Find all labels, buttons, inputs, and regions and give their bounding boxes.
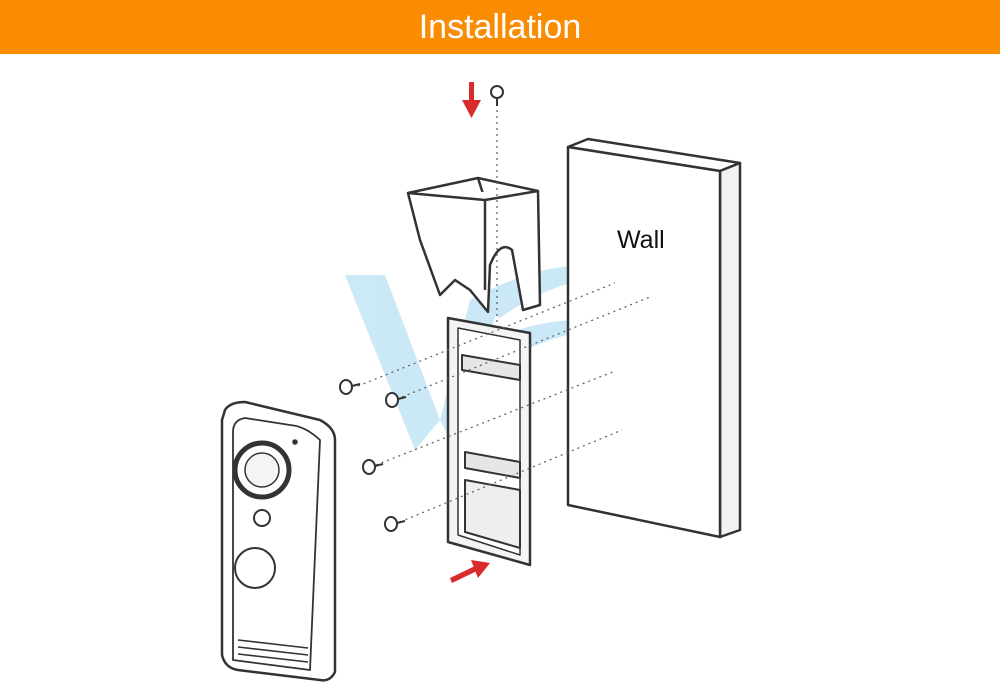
arrow-down-icon: [462, 82, 481, 118]
page-title: Installation: [0, 0, 1000, 54]
screw-icon: [384, 516, 406, 532]
wall-label: Wall: [617, 226, 665, 254]
screw-icon: [385, 392, 407, 408]
screw-icon: [490, 85, 504, 106]
screw-guide-lines: [357, 104, 651, 523]
wall: [566, 137, 742, 539]
arrow-right-icon: [450, 560, 490, 583]
speaker-grille: [237, 639, 309, 663]
installation-diagram: [220, 82, 742, 682]
mounting-bracket: [446, 316, 532, 567]
rain-cover: [406, 176, 542, 314]
doorbell: [220, 400, 337, 682]
screw-icon: [362, 459, 384, 475]
screw-icon: [339, 379, 361, 395]
screws: [339, 85, 504, 532]
